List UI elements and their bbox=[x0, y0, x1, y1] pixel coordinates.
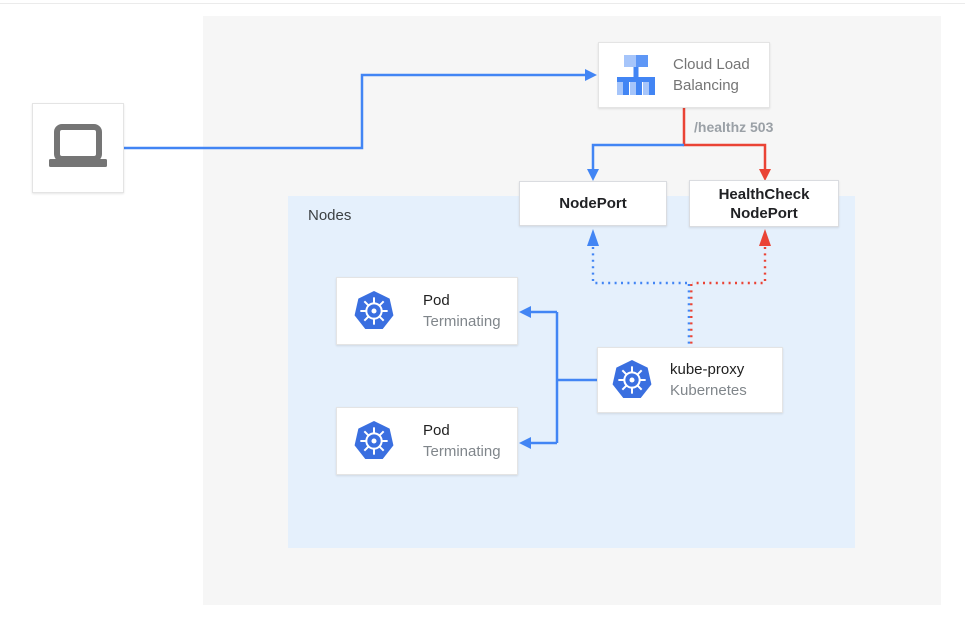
nodeport-node: NodePort bbox=[519, 181, 667, 226]
pod1-node: Pod Terminating bbox=[336, 277, 518, 345]
nodeport-title: NodePort bbox=[559, 195, 627, 212]
pod2-node: Pod Terminating bbox=[336, 407, 518, 475]
healthcheck-nodeport-node: HealthCheck NodePort bbox=[689, 180, 839, 227]
load-balancer-icon bbox=[617, 55, 655, 95]
top-divider bbox=[0, 3, 965, 4]
kubernetes-icon bbox=[354, 421, 394, 459]
pod1-title: Pod bbox=[423, 292, 450, 309]
pod2-status: Terminating bbox=[423, 443, 501, 460]
nodes-group-label: Nodes bbox=[308, 207, 352, 224]
healthz-503-label: /healthz 503 bbox=[694, 119, 774, 135]
pod2-title: Pod bbox=[423, 422, 450, 439]
client-node bbox=[32, 103, 124, 193]
kube-proxy-subtitle: Kubernetes bbox=[670, 382, 747, 399]
healthcheck-nodeport-title: HealthCheck NodePort bbox=[718, 185, 810, 222]
cloud-load-balancing-node: Cloud Load Balancing bbox=[598, 42, 770, 108]
kubernetes-icon bbox=[354, 291, 394, 329]
laptop-icon bbox=[49, 124, 107, 167]
clb-title: Cloud Load Balancing bbox=[673, 56, 750, 94]
kubernetes-icon bbox=[612, 360, 652, 398]
kube-proxy-title: kube-proxy bbox=[670, 361, 745, 378]
kube-proxy-node: kube-proxy Kubernetes bbox=[597, 347, 783, 413]
pod1-status: Terminating bbox=[423, 313, 501, 330]
